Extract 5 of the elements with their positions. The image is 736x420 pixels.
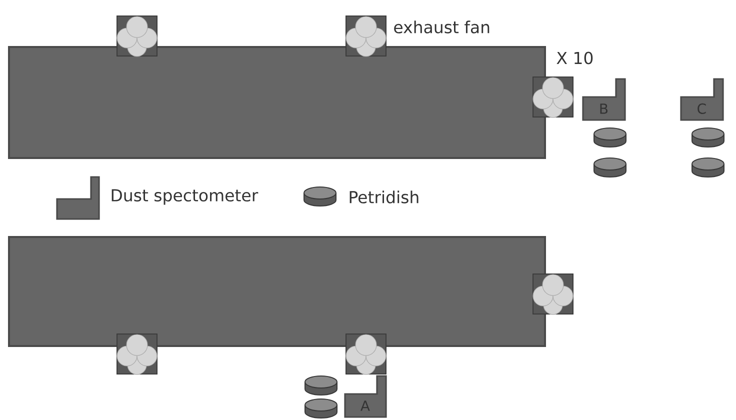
count-label: X 10 — [556, 52, 593, 64]
legend-label: Petridish — [350, 190, 418, 204]
room-block — [8, 236, 546, 347]
legend-label: Dust spectometer — [112, 189, 258, 205]
room-block — [8, 46, 546, 159]
